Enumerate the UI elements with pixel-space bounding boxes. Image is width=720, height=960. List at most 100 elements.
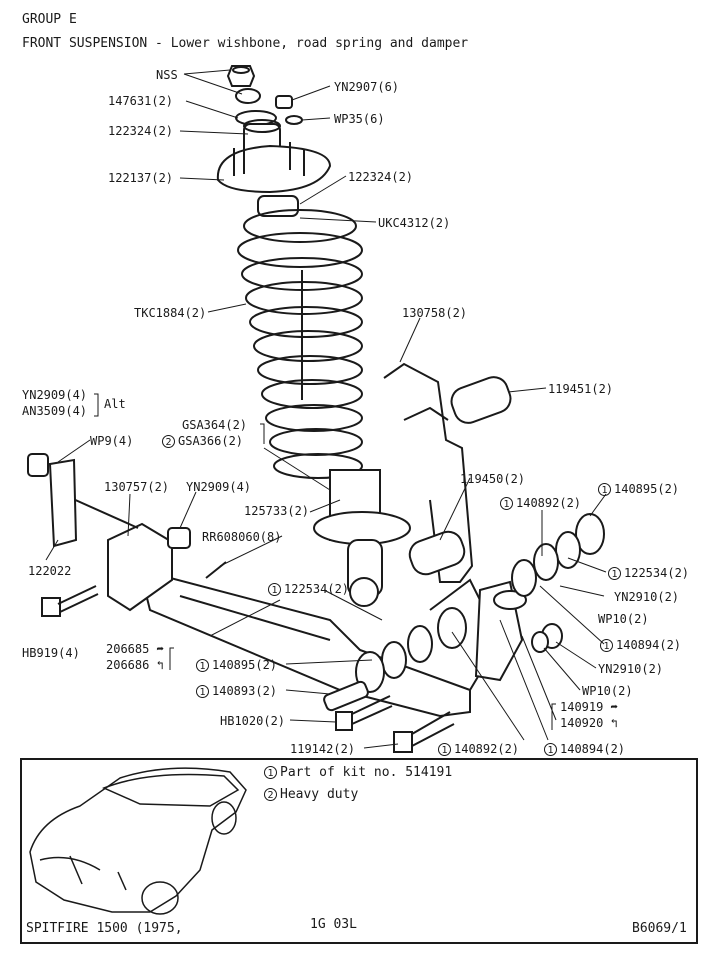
label-alt: Alt: [104, 397, 126, 411]
label-hb919: HB919(4): [22, 646, 80, 660]
label-140893-text: 140893(2): [212, 684, 278, 698]
label-122324-upper: 122324(2): [108, 124, 174, 138]
label-206686-text: 206686: [106, 658, 150, 672]
label-yn2907: YN2907(6): [334, 80, 400, 94]
label-119450: 119450(2): [460, 472, 526, 486]
label-140919: 140919 ➦: [560, 700, 618, 714]
small-washer-shape: [285, 115, 303, 125]
road-spring-shape: [237, 209, 363, 479]
cup-washer-shape: [235, 110, 277, 126]
label-yn2909: YN2909(4): [186, 480, 252, 494]
label-an3509: AN3509(4): [22, 404, 88, 418]
reference-number: B6069/1: [632, 921, 687, 936]
spacer-140893-shape: [323, 680, 369, 712]
bolt-119142-shape: [393, 711, 455, 753]
label-119451: 119451(2): [548, 382, 614, 396]
label-206686: 206686 ↰: [106, 658, 164, 672]
bush-119450-shape: [408, 530, 466, 576]
label-wp10-upper: WP10(2): [598, 612, 649, 626]
inner-bracket-shape: [61, 493, 173, 612]
label-tkc1884: TKC1884(2): [134, 306, 207, 320]
washer-stack-shape: [355, 513, 605, 693]
kit-marker: 1: [268, 583, 281, 596]
right-hand-arrow-icon: ➦: [610, 700, 618, 714]
label-122534-left-text: 122534(2): [284, 582, 350, 596]
label-140895-lower-text: 140895(2): [212, 658, 278, 672]
left-hand-arrow-icon: ↰: [156, 658, 164, 672]
label-122022: 122022: [28, 564, 72, 578]
label-122137: 122137(2): [108, 171, 174, 185]
label-hb1020: HB1020(2): [220, 714, 286, 728]
kit-marker: 1: [264, 766, 277, 779]
bolt-122022-shape: [48, 458, 78, 548]
car-illustration: [29, 767, 247, 915]
heavy-duty-marker: 2: [162, 435, 175, 448]
kit-marker: 1: [600, 639, 613, 652]
label-gsa366-text: GSA366(2): [178, 434, 244, 448]
label-206685-text: 206685: [106, 642, 150, 656]
note-kit-text: Part of kit no. 514191: [280, 765, 453, 780]
bolt-hb919-shape: [41, 585, 99, 617]
right-hand-arrow-icon: ➦: [156, 642, 164, 656]
page-code: 1G 03L: [310, 917, 357, 932]
kit-marker: 1: [196, 685, 209, 698]
label-140919-text: 140919: [560, 700, 604, 714]
group-label: GROUP E: [22, 12, 77, 27]
kit-marker: 1: [598, 483, 611, 496]
nut-yn2909b-shape: [167, 527, 191, 549]
label-140892-upper-text: 140892(2): [516, 496, 582, 510]
label-nss: NSS: [156, 68, 178, 82]
footer-box: [20, 758, 698, 944]
kit-marker: 1: [500, 497, 513, 510]
bush-119451-shape: [450, 376, 512, 424]
damper-shape: [301, 270, 411, 607]
kit-marker: 1: [196, 659, 209, 672]
heavy-duty-marker: 2: [264, 788, 277, 801]
small-nut-shape: [275, 95, 293, 109]
label-140892-lower-text: 140892(2): [454, 742, 520, 756]
bolt-hb1020-shape: [335, 695, 393, 731]
label-140894-upper-text: 140894(2): [616, 638, 682, 652]
spring-seat-plate-shape: [216, 142, 332, 194]
model-label: SPITFIRE 1500 (1975,: [26, 921, 183, 936]
label-122534-right-text: 122534(2): [624, 566, 690, 580]
nut-yn2909-shape: [27, 453, 49, 477]
label-140920-text: 140920: [560, 716, 604, 730]
label-130757: 130757(2): [104, 480, 170, 494]
washer-shape: [235, 88, 261, 104]
label-wp9: WP9(4): [90, 434, 134, 448]
kit-marker: 1: [438, 743, 451, 756]
label-ukc4312: UKC4312(2): [378, 216, 451, 230]
label-140894-lower-text: 140894(2): [560, 742, 626, 756]
label-147631: 147631(2): [108, 94, 174, 108]
label-140920: 140920 ↰: [560, 716, 618, 730]
label-130758: 130758(2): [402, 306, 468, 320]
kit-marker: 1: [608, 567, 621, 580]
label-122324-lower: 122324(2): [348, 170, 414, 184]
label-gsa364: GSA364(2): [182, 418, 248, 432]
label-yn2910-upper: YN2910(2): [614, 590, 680, 604]
top-nut-shape: [226, 65, 256, 87]
label-wp35: WP35(6): [334, 112, 385, 126]
trunnion-shape: [474, 580, 527, 682]
label-wp10-lower: WP10(2): [582, 684, 633, 698]
label-yn2909-alt: YN2909(4): [22, 388, 88, 402]
page-title: FRONT SUSPENSION - Lower wishbone, road …: [22, 36, 469, 51]
left-hand-arrow-icon: ↰: [610, 716, 618, 730]
label-119142: 119142(2): [290, 742, 356, 756]
label-206685: 206685 ➦: [106, 642, 164, 656]
label-rr608060: RR608060(8): [202, 530, 282, 544]
kit-marker: 1: [544, 743, 557, 756]
